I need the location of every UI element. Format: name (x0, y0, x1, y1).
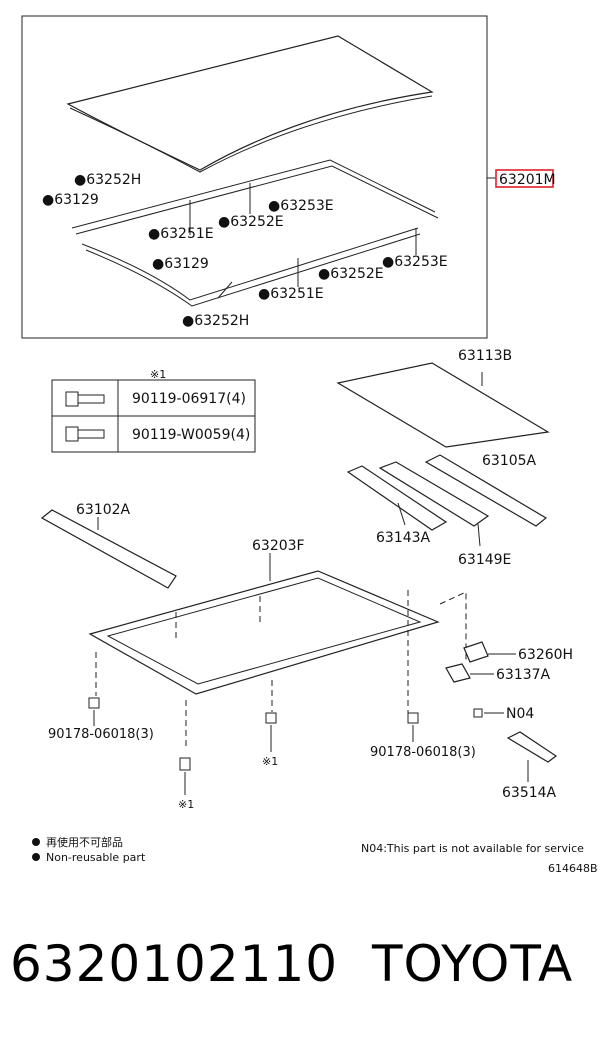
fastener-row-2[interactable]: 90119-W0059(4) (132, 427, 250, 443)
diagram-id: 614648B (548, 862, 598, 875)
inset-label-63252h-bot: ●63252H (182, 313, 249, 329)
inset-frame (21, 15, 488, 339)
inset-glass-panel (66, 35, 434, 171)
footer-brand: TOYOTA (372, 935, 574, 993)
label-n04[interactable]: N04 (506, 706, 534, 722)
reinforcement-63149e (378, 461, 490, 527)
fastener-row-1[interactable]: 90119-06917(4) (132, 391, 246, 407)
label-bolt-right[interactable]: 90178-06018(3) (370, 745, 476, 760)
main-part-highlight (495, 169, 554, 188)
label-63113b[interactable]: 63113B (458, 348, 512, 364)
inset-strip-upper (71, 159, 436, 229)
table-mark: ※1 (150, 368, 166, 381)
label-63102a[interactable]: 63102A (76, 502, 131, 518)
bracket-63137a (445, 663, 471, 683)
label-63514a[interactable]: 63514A (502, 785, 557, 801)
inset-label-63253e-top: ●63253E (268, 198, 334, 214)
nut-n04-shape (473, 708, 483, 718)
legend-dot-jp (32, 838, 40, 846)
bolt-right (407, 712, 419, 724)
label-63137a[interactable]: 63137A (496, 667, 551, 683)
roof-panel-63113b (336, 362, 550, 448)
inset-label-63253e-bot: ●63253E (382, 254, 448, 270)
inset-label-63129-bot: ●63129 (152, 256, 209, 272)
mark-lower: ※1 (178, 798, 194, 811)
legend-jp: 再使用不可部品 (46, 835, 123, 849)
footer-part-number: 6320102110 (10, 935, 339, 993)
label-63203f[interactable]: 63203F (252, 538, 305, 554)
label-63143a[interactable]: 63143A (376, 530, 431, 546)
clip-63514a (506, 731, 558, 763)
bolt-icon-2 (65, 426, 105, 442)
reinforcement-63143a (346, 465, 448, 531)
bolt-lower (179, 757, 191, 771)
label-63149e[interactable]: 63149E (458, 552, 511, 568)
inset-label-63251e-top: ●63251E (148, 226, 214, 242)
label-63105a[interactable]: 63105A (482, 453, 537, 469)
inset-strip-lower (81, 227, 419, 301)
panel-63105a (424, 454, 548, 527)
bracket-63260h (463, 641, 489, 663)
inset-label-63252h-top: ●63252H (74, 172, 141, 188)
sunroof-frame-63203f (88, 570, 440, 695)
inset-label-63252e-top: ●63252E (218, 214, 284, 230)
inset-label-63251e-bot: ●63251E (258, 286, 324, 302)
label-63260h[interactable]: 63260H (518, 647, 573, 663)
legend-note: N04:This part is not available for servi… (361, 842, 584, 855)
bow-63102a (40, 509, 177, 589)
legend-en: Non-reusable part (46, 851, 146, 864)
mark-center: ※1 (262, 755, 278, 768)
label-bolt-left[interactable]: 90178-06018(3) (48, 727, 154, 742)
inset-label-63252e-bot: ●63252E (318, 266, 384, 282)
bolt-center (265, 712, 277, 724)
bolt-left (88, 697, 100, 709)
main-part-label[interactable]: 63201M (499, 172, 556, 188)
bolt-icon-1 (65, 391, 105, 407)
inset-label-63129-top: ●63129 (42, 192, 99, 208)
legend-dot-en (32, 853, 40, 861)
